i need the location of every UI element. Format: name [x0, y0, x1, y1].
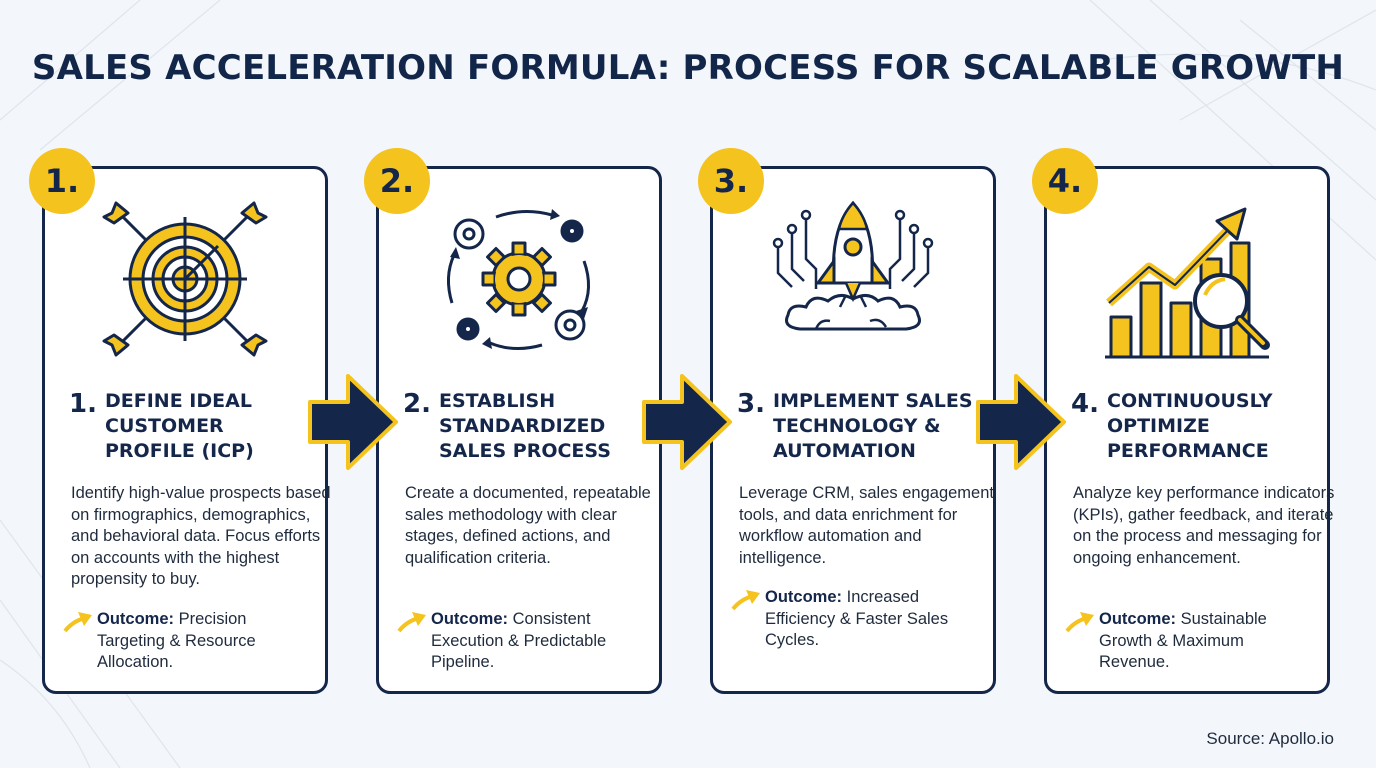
outcome-label: Outcome:	[97, 610, 175, 628]
source-credit: Source: Apollo.io	[1206, 729, 1334, 748]
step-title: DEFINE IDEAL CUSTOMER PROFILE (ICP)	[105, 390, 254, 462]
step-number: 1.	[69, 389, 97, 419]
step-description: Create a documented, repeatable sales me…	[405, 484, 651, 567]
outcome-label: Outcome:	[765, 588, 843, 606]
outcome-label: Outcome:	[1099, 610, 1177, 628]
step-number: 4.	[1071, 389, 1099, 419]
step-title: IMPLEMENT SALES TECHNOLOGY & AUTOMATION	[773, 390, 973, 462]
page-title: SALES ACCELERATION FORMULA: PROCESS FOR …	[31, 48, 1345, 88]
trend-arrow-icon	[63, 612, 92, 633]
step-badge-2: 2.	[364, 148, 430, 214]
step-card-3: 3. IMPLEMENT SALES TECHNOLOGY & AUTOMATI…	[710, 166, 996, 694]
step-card-2: 2. ESTABLISH STANDARDIZED SALES PROCESS …	[376, 166, 662, 694]
outcome-text: Increased Efficiency & Faster Sales Cycl…	[765, 588, 949, 649]
gears-cycle-icon	[447, 209, 590, 350]
step-description: Leverage CRM, sales engagement tools, an…	[739, 484, 994, 567]
rocket-circuit-icon	[772, 200, 934, 331]
step-description: Identify high-value prospects based on f…	[71, 484, 331, 588]
step-badge-3: 3.	[698, 148, 764, 214]
step-number: 2.	[403, 389, 431, 419]
outcome-text: Precision Targeting & Resource Allocatio…	[97, 610, 256, 671]
outcome-text: Sustainable Growth & Maximum Revenue.	[1099, 610, 1267, 671]
trend-arrow-icon	[1065, 612, 1094, 633]
flow-arrow-icon	[642, 374, 732, 470]
step-title: CONTINUOUSLY OPTIMIZE PERFORMANCE	[1107, 390, 1273, 462]
step-outcome: Outcome: Precision Targeting & Resource …	[63, 609, 303, 674]
step-outcome: Outcome: Consistent Execution & Predicta…	[397, 609, 637, 674]
outcome-text: Consistent Execution & Predictable Pipel…	[431, 610, 607, 671]
step-badge-4: 4.	[1032, 148, 1098, 214]
trend-arrow-icon	[731, 590, 760, 611]
step-title: ESTABLISH STANDARDIZED SALES PROCESS	[439, 390, 611, 462]
outcome-label: Outcome:	[431, 610, 509, 628]
step-outcome: Outcome: Increased Efficiency & Faster S…	[731, 587, 971, 652]
step-card-1: 1. DEFINE IDEAL CUSTOMER PROFILE (ICP) I…	[42, 166, 331, 694]
step-card-4: 4. CONTINUOUSLY OPTIMIZE PERFORMANCE Ana…	[1044, 166, 1334, 694]
trend-arrow-icon	[397, 612, 426, 633]
flow-arrow-icon	[308, 374, 398, 470]
step-description: Analyze key performance indicators (KPIs…	[1073, 484, 1335, 567]
growth-chart-magnifier-icon	[1105, 207, 1270, 359]
step-badge-1: 1.	[29, 148, 95, 214]
step-outcome: Outcome: Sustainable Growth & Maximum Re…	[1065, 609, 1305, 674]
flow-arrow-icon	[976, 374, 1066, 470]
target-with-arrows-icon	[102, 201, 268, 357]
step-number: 3.	[737, 389, 765, 419]
